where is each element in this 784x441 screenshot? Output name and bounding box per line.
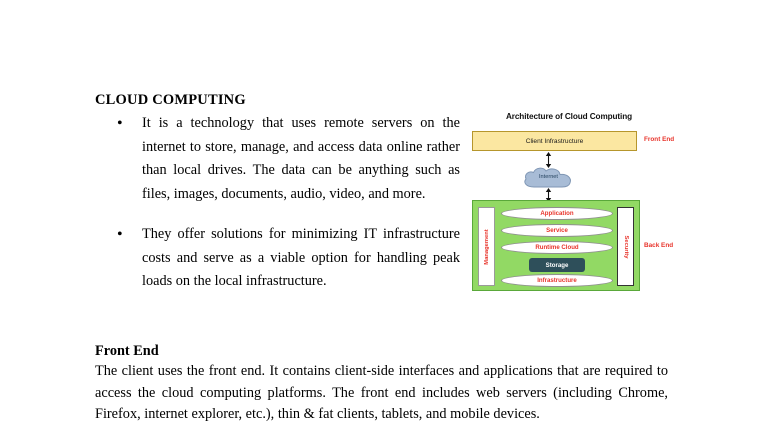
page-title: CLOUD COMPUTING xyxy=(95,92,246,108)
cloud-architecture-diagram: Architecture of Cloud Computing Client I… xyxy=(466,110,681,295)
layer-application: Application xyxy=(501,207,613,220)
back-end-annotation: Back End xyxy=(644,242,674,249)
security-column: Security xyxy=(617,207,634,286)
internet-cloud-icon: Internet xyxy=(520,166,577,190)
management-column: Management xyxy=(478,207,495,286)
list-item-text: They offer solutions for minimizing IT i… xyxy=(142,226,460,289)
layer-storage: Storage xyxy=(529,258,585,272)
layer-runtime-cloud: Runtime Cloud xyxy=(501,241,613,254)
layer-infrastructure: Infrastructure xyxy=(501,274,613,287)
bullet-list: • It is a technology that uses remote se… xyxy=(95,112,460,311)
front-end-annotation: Front End xyxy=(644,136,675,143)
list-item: • It is a technology that uses remote se… xyxy=(95,112,460,206)
security-label: Security xyxy=(622,235,629,258)
diagram-title: Architecture of Cloud Computing xyxy=(505,112,633,121)
client-infrastructure-box: Client Infrastructure xyxy=(472,131,637,151)
management-label: Management xyxy=(483,228,490,265)
client-infrastructure-label: Client Infrastructure xyxy=(525,137,584,145)
internet-label: Internet xyxy=(539,174,558,180)
bullet-marker-icon: • xyxy=(117,115,123,132)
layer-service: Service xyxy=(501,224,613,237)
section-heading-front-end: Front End xyxy=(95,343,159,359)
section-body-front-end: The client uses the front end. It contai… xyxy=(95,363,668,422)
bullet-marker-icon: • xyxy=(117,226,123,243)
back-end-panel: Management Security Application Service … xyxy=(472,200,640,291)
list-item-text: It is a technology that uses remote serv… xyxy=(142,115,460,202)
service-layer-stack: Application Service Runtime Cloud Storag… xyxy=(501,206,613,288)
list-item: • They offer solutions for minimizing IT… xyxy=(95,223,460,294)
double-arrow-icon-top xyxy=(544,152,553,168)
